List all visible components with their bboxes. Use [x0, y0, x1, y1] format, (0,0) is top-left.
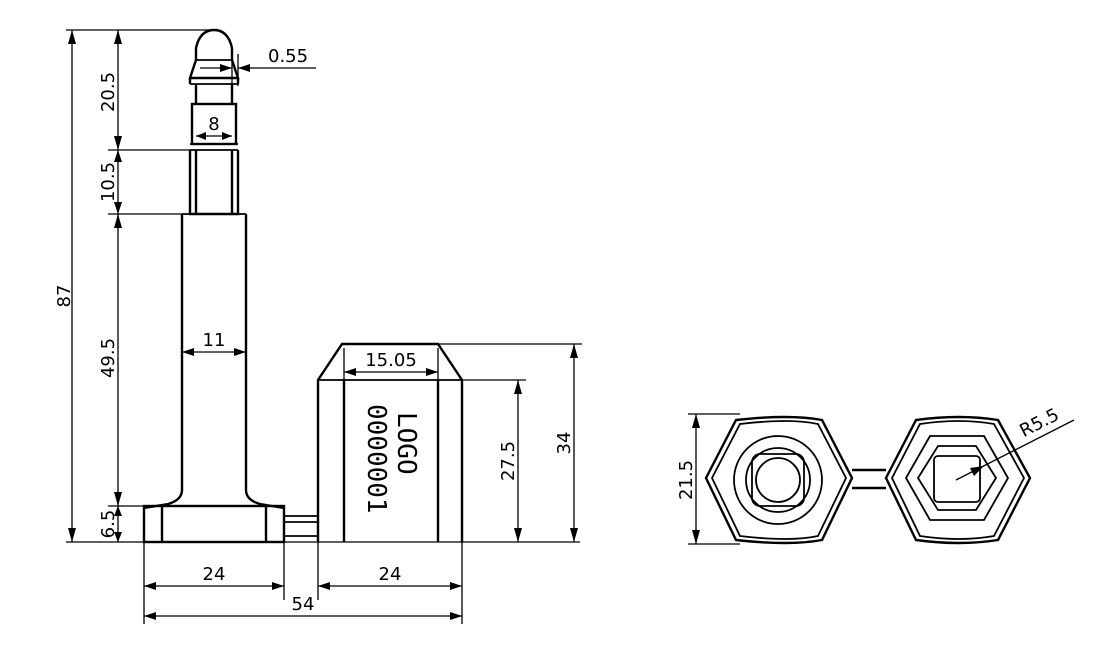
- dim-r5-5-label: R5.5: [1016, 404, 1062, 441]
- dim-0-55: 0.55: [200, 46, 316, 86]
- top-view-left-hex: [704, 415, 854, 545]
- dim-54-label: 54: [292, 594, 315, 615]
- dim-54: 54: [144, 594, 462, 620]
- top-view-connector: [852, 468, 886, 490]
- dim-49-5: 49.5: [98, 213, 182, 506]
- dim-20-5: 20.5: [98, 30, 122, 150]
- dim-21-5: 21.5: [676, 413, 740, 545]
- dim-15-05-label: 15.05: [365, 350, 417, 371]
- dim-27-5-label: 27.5: [498, 441, 519, 481]
- dim-8: 8: [196, 114, 232, 140]
- dim-11-label: 11: [203, 330, 226, 351]
- dim-10-5: 10.5: [98, 149, 190, 214]
- dim-6-5-label: 6.5: [98, 510, 119, 539]
- top-view-right-hex: [884, 415, 1032, 545]
- dim-0-55-label: 0.55: [268, 46, 308, 67]
- dim-24-right: 24: [317, 536, 463, 624]
- serial-text: 0000001: [361, 404, 391, 514]
- dim-6-5: 6.5: [98, 505, 144, 542]
- dim-87: 87: [54, 29, 214, 542]
- logo-text: LOGO: [391, 412, 421, 475]
- dim-15-05: 15.05: [343, 348, 439, 384]
- dim-11: 11: [182, 330, 246, 356]
- dim-27-5: 27.5: [462, 379, 526, 542]
- dim-20-5-label: 20.5: [98, 72, 119, 112]
- dim-24-left: 24: [143, 536, 285, 624]
- dim-24-right-label: 24: [379, 564, 402, 585]
- dim-r5-5: R5.5: [955, 404, 1075, 481]
- dim-24-left-label: 24: [203, 564, 226, 585]
- dim-8-label: 8: [208, 114, 219, 135]
- dim-34: 34: [438, 343, 582, 542]
- dim-21-5-label: 21.5: [676, 460, 697, 500]
- dim-49-5-label: 49.5: [98, 338, 119, 378]
- dim-34-label: 34: [554, 432, 575, 455]
- lock-marking: LOGO 0000001: [361, 404, 421, 514]
- dim-10-5-label: 10.5: [98, 162, 119, 202]
- bolt-pin-outline: [142, 28, 319, 544]
- dim-87-label: 87: [54, 285, 75, 308]
